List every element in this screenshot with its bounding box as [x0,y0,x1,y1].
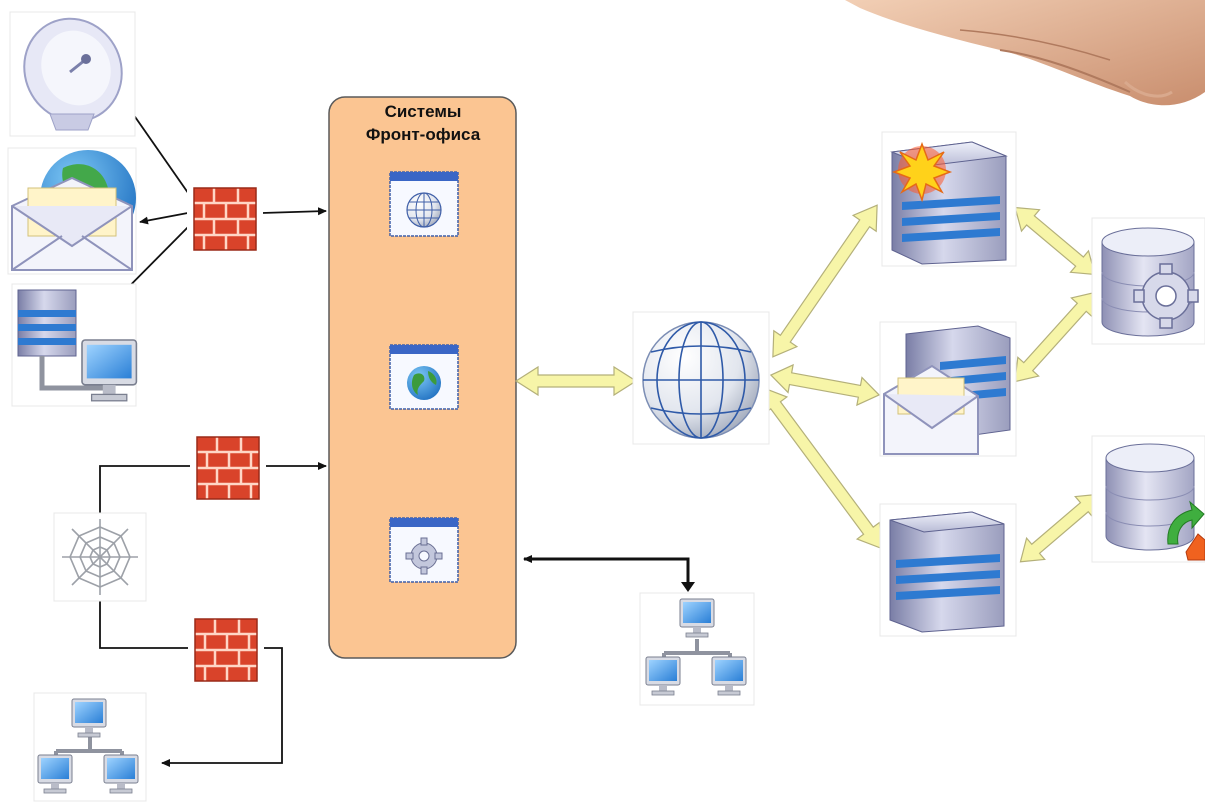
network-computers-icon [33,692,147,802]
front-office-title-line1: Системы [384,102,462,121]
database-sync-icon [1091,435,1205,563]
flow-arrows [514,204,1101,563]
front-office-title-line2: Фронт-офиса [365,125,481,144]
front-office-title: Системы Фронт-офиса [330,100,516,146]
network-computers-icon [639,592,755,706]
server-alert-icon [881,131,1017,267]
flow-arrow-internet-server-alert [772,204,878,358]
web-app-window-icon[interactable] [389,171,459,237]
server-icon [879,503,1017,637]
internet-globe-icon [632,311,770,445]
database-settings-icon [1091,217,1205,345]
satellite-dish-icon [9,11,136,137]
flow-arrow-internet-server [761,386,883,550]
firewall-icon [188,612,264,688]
flow-arrow-server-alert-db-settings [1014,206,1096,276]
firewall-icon [187,180,263,256]
mail-server-icon [879,321,1017,457]
firewall-icon [190,430,266,506]
spider-web-icon [53,512,147,602]
lan-link [523,555,695,592]
mail-globe-icon [7,147,137,275]
flow-arrow-mail-server-db-settings [1014,291,1096,383]
flow-arrow-front-office-internet [514,365,638,397]
settings-app-window-icon[interactable] [389,517,459,583]
hand-image [845,0,1205,106]
flow-arrow-internet-mail-server [769,363,881,407]
server-workstation-icon [11,283,138,407]
globe-app-window-icon[interactable] [389,344,459,410]
